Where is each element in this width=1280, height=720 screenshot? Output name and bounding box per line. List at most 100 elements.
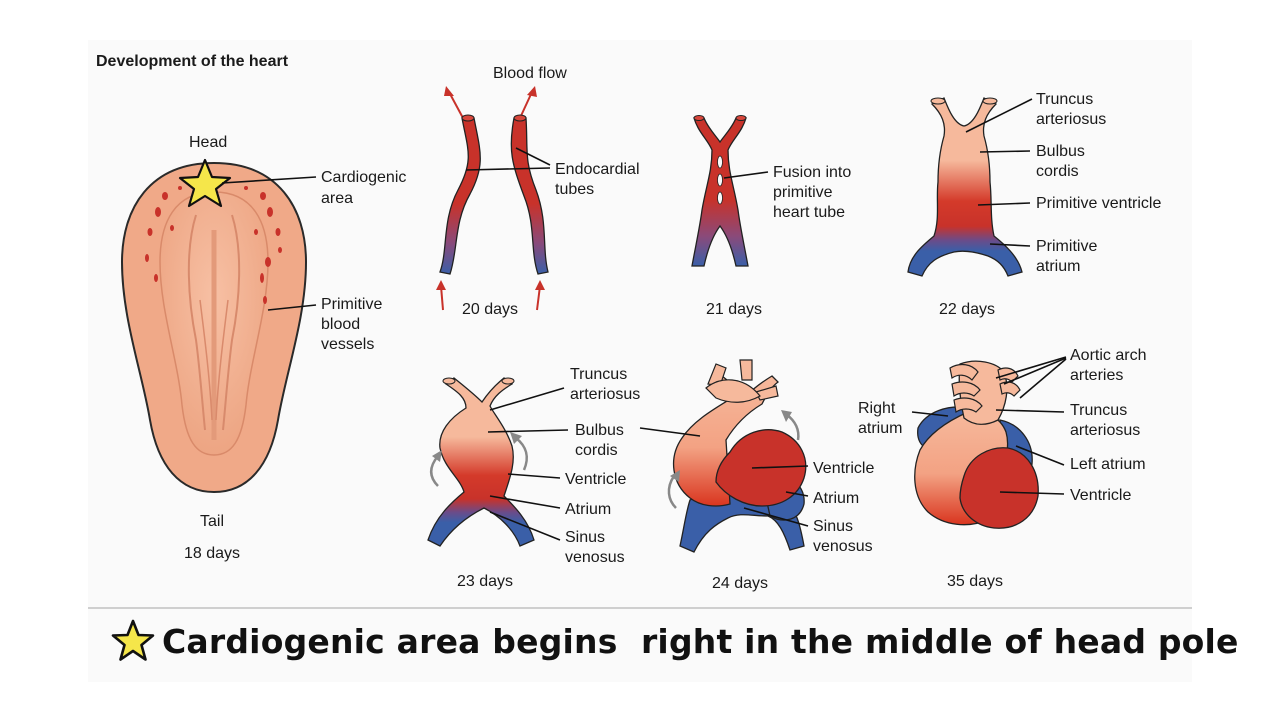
leader-aortic-3 <box>1019 358 1067 399</box>
label-bulbus-23: Bulbus <box>575 422 624 439</box>
leader-atrium-23 <box>489 495 561 509</box>
embryo-18-days: Head Tail 18 days Cardiogenic area Primi… <box>120 134 406 562</box>
leader-aortic-2 <box>1003 357 1067 385</box>
label-ventricle-23: Ventricle <box>565 471 626 488</box>
label-atrium-22: atrium <box>1036 258 1080 275</box>
leader-right-atrium <box>911 411 949 417</box>
label-blood: blood <box>321 316 360 333</box>
label-bulbus-22: Bulbus <box>1036 143 1085 160</box>
leader-ventricle-24 <box>751 465 809 469</box>
label-blood-flow: Blood flow <box>493 65 567 82</box>
label-head: Head <box>189 134 227 151</box>
stage-35-days: Aortic arch arteries Right atrium Truncu… <box>858 347 1146 590</box>
label-arteriosus-35: arteriosus <box>1070 422 1140 439</box>
rotation-arrowhead-right <box>510 432 522 444</box>
day-22: 22 days <box>939 301 995 318</box>
endocardial-tube-left <box>439 117 481 275</box>
rotation-arrow-left <box>430 455 439 487</box>
endocardial-tube-right <box>510 117 549 275</box>
caption-text: Cardiogenic area begins right in the mid… <box>162 621 1239 661</box>
stage-21-days: Fusion into primitive heart tube 21 days <box>691 115 851 318</box>
star-icon <box>111 619 155 661</box>
label-atrium-23: Atrium <box>565 501 611 518</box>
flow-arrow-right <box>519 91 533 119</box>
neural-fold-left <box>187 214 206 431</box>
rotation-arrow-right <box>515 437 528 471</box>
leader-bulbus-23b <box>639 427 701 437</box>
label-vessels: vessels <box>321 336 374 353</box>
leader-fusion <box>723 171 769 179</box>
day-21: 21 days <box>706 301 762 318</box>
leader-truncus-35 <box>995 409 1065 413</box>
leader-bulbus-23 <box>487 429 569 433</box>
label-aortic-arch: Aortic arch <box>1070 347 1146 364</box>
figure-title: Development of the heart <box>96 53 289 70</box>
leader-truncus-23 <box>489 387 565 411</box>
ventricle-35 <box>959 447 1039 529</box>
leader-aortic-1 <box>995 356 1067 379</box>
leader-atrium-22 <box>989 243 1031 247</box>
label-venosus-24: venosus <box>813 538 873 555</box>
leader-truncus-22 <box>965 98 1033 133</box>
leader-ventricle-23 <box>507 473 561 479</box>
leader-atrium-24 <box>785 491 809 497</box>
label-truncus-23: Truncus <box>570 366 627 383</box>
caption: Cardiogenic area begins right in the mid… <box>110 616 1239 666</box>
label-cardiogenic: Cardiogenic <box>321 169 406 186</box>
stage-24-days: Ventricle Atrium Sinus venosus 24 days <box>639 359 874 592</box>
day-20: 20 days <box>462 301 518 318</box>
label-cordis-22: cordis <box>1036 163 1079 180</box>
stage-23-days: Truncus arteriosus Bulbus cordis Ventric… <box>427 366 640 590</box>
heart-23-days <box>427 377 535 547</box>
label-arteriosus-23: arteriosus <box>570 386 640 403</box>
day-35: 35 days <box>947 573 1003 590</box>
stage-20-days: Blood flow Endocardial tubes 20 days <box>436 65 640 318</box>
label-fusion-2: primitive <box>773 184 833 201</box>
label-sinus-23: Sinus <box>565 529 605 546</box>
heart-22-days <box>907 97 1023 277</box>
leader-sinus-24 <box>743 507 809 527</box>
label-ventricle-24: Ventricle <box>813 460 874 477</box>
label-primitive-ventricle: Primitive ventricle <box>1036 195 1161 212</box>
day-24: 24 days <box>712 575 768 592</box>
flow-arrow-left <box>448 91 464 119</box>
label-atrium-24: Atrium <box>813 490 859 507</box>
label-fusion-1: Fusion into <box>773 164 851 181</box>
truncus-24 <box>705 379 761 403</box>
leader-cardiogenic <box>221 176 317 184</box>
rotation-arrowhead-24-left <box>670 470 680 482</box>
blood-islands <box>145 186 282 304</box>
arch-24-b <box>739 359 753 381</box>
label-tail: Tail <box>200 513 224 530</box>
flow-arrowhead-left <box>444 86 454 96</box>
label-primitive-22: Primitive <box>1036 238 1097 255</box>
label-fusion-3: heart tube <box>773 204 845 221</box>
label-endocardial: Endocardial <box>555 161 640 178</box>
label-atrium-35: atrium <box>858 420 902 437</box>
leader-left-atrium <box>1015 445 1065 466</box>
leader-ventricle-35 <box>999 491 1065 495</box>
label-cordis-23: cordis <box>575 442 618 459</box>
label-arteries: arteries <box>1070 367 1123 384</box>
leader-blood-vessels <box>267 304 317 311</box>
day-23: 23 days <box>457 573 513 590</box>
primitive-streak <box>199 299 229 421</box>
label-sinus-24: Sinus <box>813 518 853 535</box>
rotation-arrowhead-24-right <box>781 410 792 422</box>
rotation-arrowhead-left <box>432 450 442 462</box>
cardiogenic-star-icon <box>178 158 232 208</box>
day-18: 18 days <box>184 545 240 562</box>
stage-22-days: Truncus arteriosus Bulbus cordis Primiti… <box>907 91 1161 318</box>
fusion-gaps <box>717 155 723 205</box>
leader-endocardial-1 <box>465 167 551 171</box>
neural-fold-right <box>222 214 241 431</box>
label-primitive: Primitive <box>321 296 382 313</box>
rotation-arrow-24-left <box>667 475 677 509</box>
leader-bulbus-22 <box>979 150 1031 153</box>
label-left-atrium: Left atrium <box>1070 456 1146 473</box>
leader-endocardial-2 <box>515 147 551 166</box>
label-tubes: tubes <box>555 181 594 198</box>
inflow-arrowhead-left <box>436 280 446 290</box>
label-truncus-22: Truncus <box>1036 91 1093 108</box>
